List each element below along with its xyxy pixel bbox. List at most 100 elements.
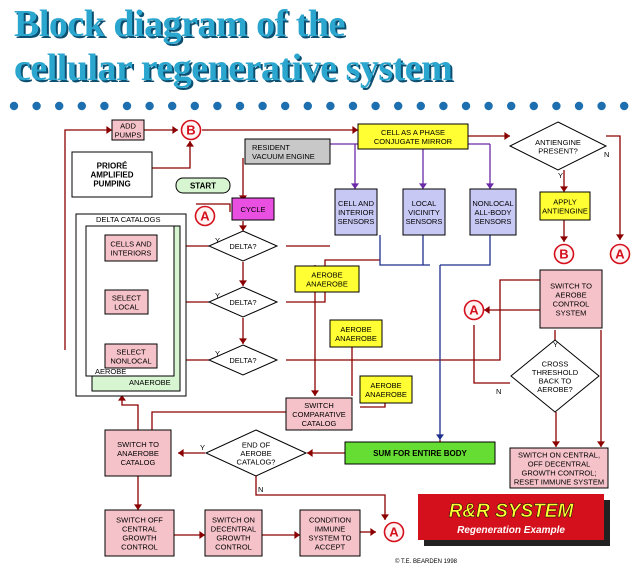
connector-a-bottom-shape: [383, 521, 405, 543]
separator-dot: [552, 101, 561, 111]
cross-y-label: Y: [553, 340, 558, 349]
switch-aerobe-control-box-shape: [539, 269, 603, 329]
text-line: CYCLE: [240, 205, 265, 214]
cell-phase-mirror-box-shape: [357, 123, 469, 150]
cross-threshold-decision-shape: [510, 339, 600, 413]
arrowhead: [294, 531, 300, 539]
text-line: CONTROL: [121, 543, 158, 552]
text-line: CELLS AND: [110, 240, 152, 249]
arrowhead: [552, 441, 560, 447]
end-aerobe-y-label: Y: [200, 443, 205, 452]
text-line: DELTA?: [229, 242, 256, 251]
connector-b-right: B: [553, 243, 575, 265]
flow-line: [286, 279, 540, 361]
connector-a-bottom-label: A: [389, 525, 399, 540]
start-label: START: [190, 182, 216, 191]
separator-dot: [529, 101, 538, 111]
sum-entire-body-box-shape: [344, 441, 496, 465]
separator-dot: [281, 101, 290, 111]
text-line: CONTROL: [215, 543, 252, 552]
arrowhead: [352, 126, 358, 134]
banner-subtitle: Regeneration Example: [457, 525, 565, 536]
arrowhead: [560, 186, 568, 192]
text-line: SWITCH: [304, 401, 334, 410]
end-aerobe-catalog-decision-shape: [204, 429, 308, 477]
text-line: PUMPS: [115, 131, 142, 140]
cycle-box-label: CYCLE: [240, 205, 265, 214]
page-title: Block diagram of the cellular regenerati…: [14, 2, 634, 90]
separator-dot: [100, 101, 109, 111]
text-line: OFF DECENTRAL: [528, 460, 591, 469]
text-line: SUM FOR ENTIRE BODY: [373, 449, 467, 458]
separator-dot: [77, 101, 87, 111]
resident-vacuum-engine-box-shape: [244, 138, 331, 165]
separator-dot: [484, 101, 493, 111]
aerobe-anaerobe-tag-1-shape: [294, 265, 360, 293]
text-line: GROWTH: [216, 534, 250, 543]
arrowhead: [186, 141, 194, 147]
separator-dot: [190, 101, 199, 111]
flow-line: [196, 203, 231, 212]
separator-dot: [258, 101, 267, 111]
cycle-box-shape: [231, 197, 275, 221]
separator-dot: [371, 101, 380, 111]
text-line: NONLOCAL: [472, 199, 513, 208]
text-line: CELL AS A PHASE: [381, 128, 445, 137]
text-line: SENSORS: [406, 217, 443, 226]
text-line: PUMPING: [93, 180, 130, 189]
text-line: AMPLIFIED: [90, 171, 133, 180]
connector-a-middle-label: A: [469, 303, 479, 318]
arrowhead: [239, 280, 247, 286]
antiengine-present-decision-shape: [508, 121, 608, 171]
text-line: SWITCH TO: [117, 440, 159, 449]
text-line: DELTA?: [229, 356, 256, 365]
arrowhead: [381, 514, 389, 520]
text-line: SWITCH ON CENTRAL,: [518, 451, 600, 460]
separator-dot: [9, 101, 19, 111]
text-line: AEROBE: [240, 449, 271, 458]
text-line: ANTIENGINE: [542, 207, 588, 216]
aerobe-anaerobe-tag-2-shape: [329, 319, 383, 348]
text-line: END OF: [242, 441, 271, 450]
flow-line: [64, 129, 112, 350]
arrowhead: [239, 225, 247, 231]
flow-line: [151, 411, 291, 430]
delta-decision-2: DELTA?: [207, 286, 279, 318]
text-line: NONLOCAL: [110, 357, 151, 366]
copyright-text: © T.E. BEARDEN 1998: [395, 558, 458, 565]
text-line: INTERIORS: [111, 249, 152, 258]
arrowhead: [597, 441, 605, 447]
start-shape: [175, 177, 231, 194]
separator-dot: [620, 101, 629, 111]
separator-dot: [348, 101, 358, 111]
separator-dot: [507, 101, 516, 111]
connector-a-right-shape: [609, 243, 631, 265]
separator-dot: [416, 101, 425, 111]
separator-dot: [32, 101, 41, 111]
